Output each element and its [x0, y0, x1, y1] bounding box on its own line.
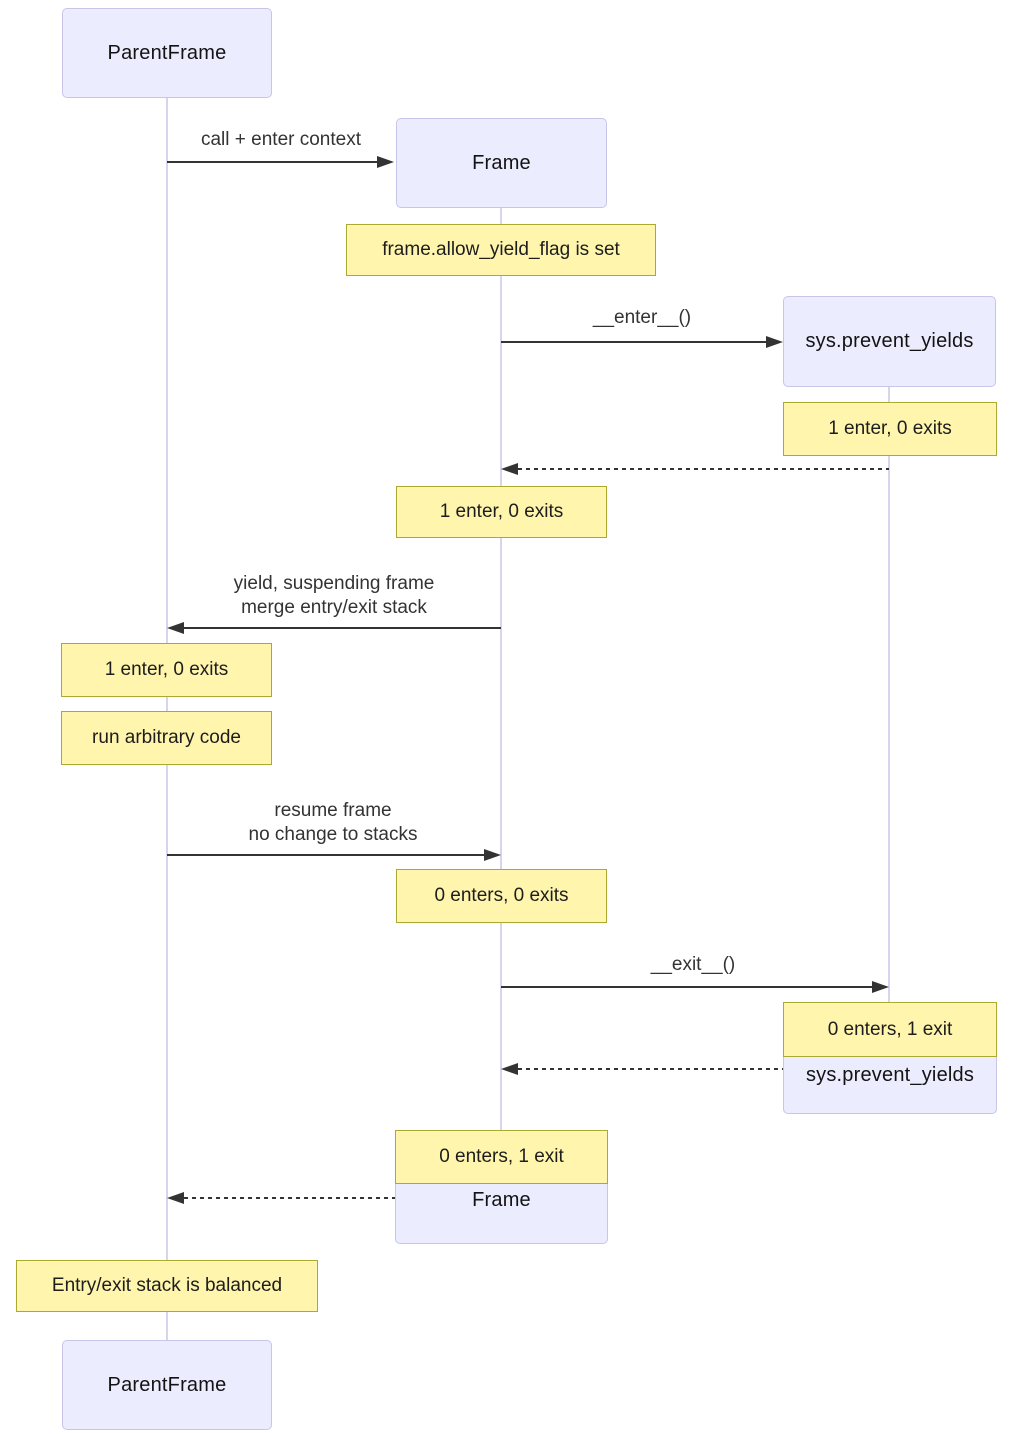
- message-label-yield-line2: merge entry/exit stack: [241, 597, 427, 618]
- note-sys-exit-count: 0 enters, 1 exit: [783, 1002, 997, 1057]
- message-arrow-return-enter: [518, 468, 889, 470]
- message-arrow-return-frame: [184, 1197, 395, 1199]
- participant-label: ParentFrame: [107, 1373, 227, 1396]
- message-label-call: call + enter context: [200, 129, 362, 150]
- arrowhead-return-exit: [501, 1062, 518, 1075]
- participant-label: Frame: [472, 1189, 531, 1211]
- message-arrow-yield: [184, 627, 501, 629]
- arrowhead-resume: [484, 848, 501, 861]
- participant-label: sys.prevent_yields: [805, 1064, 975, 1086]
- message-arrow-return-exit: [518, 1068, 783, 1070]
- lifeline-frame: [500, 208, 502, 1244]
- message-label-exit: __exit__(): [650, 954, 736, 975]
- arrowhead-exit: [872, 980, 889, 993]
- participant-box-parentframe-bottom: ParentFrame: [62, 1340, 272, 1430]
- participant-box-frame-top: Frame: [396, 118, 607, 208]
- note-parent-enter-count: 1 enter, 0 exits: [61, 643, 272, 697]
- note-sys-enter-count: 1 enter, 0 exits: [783, 402, 997, 456]
- note-frame-enter-count: 1 enter, 0 exits: [396, 486, 607, 538]
- participant-label: Frame: [472, 151, 531, 174]
- note-allow-yield-flag: frame.allow_yield_flag is set: [346, 224, 656, 276]
- note-run-arbitrary-code: run arbitrary code: [61, 711, 272, 765]
- participant-label: sys.prevent_yields: [805, 330, 974, 352]
- arrowhead-return-frame: [167, 1191, 184, 1204]
- message-arrow-call: [167, 161, 378, 163]
- participant-label: ParentFrame: [107, 41, 227, 64]
- message-label-enter: __enter__(): [592, 307, 692, 328]
- message-arrow-exit: [501, 986, 872, 988]
- arrowhead-return-enter: [501, 462, 518, 475]
- participant-box-parentframe-top: ParentFrame: [62, 8, 272, 98]
- arrowhead-enter: [766, 335, 783, 348]
- note-frame-exit-count: 0 enters, 1 exit: [395, 1130, 608, 1184]
- note-stack-balanced: Entry/exit stack is balanced: [16, 1260, 318, 1312]
- participant-box-sys-prevent-yields-top: sys.prevent_yields: [783, 296, 996, 387]
- arrowhead-call: [377, 155, 394, 168]
- message-arrow-enter: [501, 341, 766, 343]
- lifeline-sys-prevent-yields: [888, 387, 890, 1114]
- message-label-resume-line2: no change to stacks: [248, 824, 418, 845]
- message-label-yield-line1: yield, suspending frame: [233, 573, 435, 594]
- message-label-resume-line1: resume frame: [274, 800, 392, 821]
- arrowhead-yield: [167, 621, 184, 634]
- message-arrow-resume: [167, 854, 484, 856]
- note-frame-resume-count: 0 enters, 0 exits: [396, 869, 607, 923]
